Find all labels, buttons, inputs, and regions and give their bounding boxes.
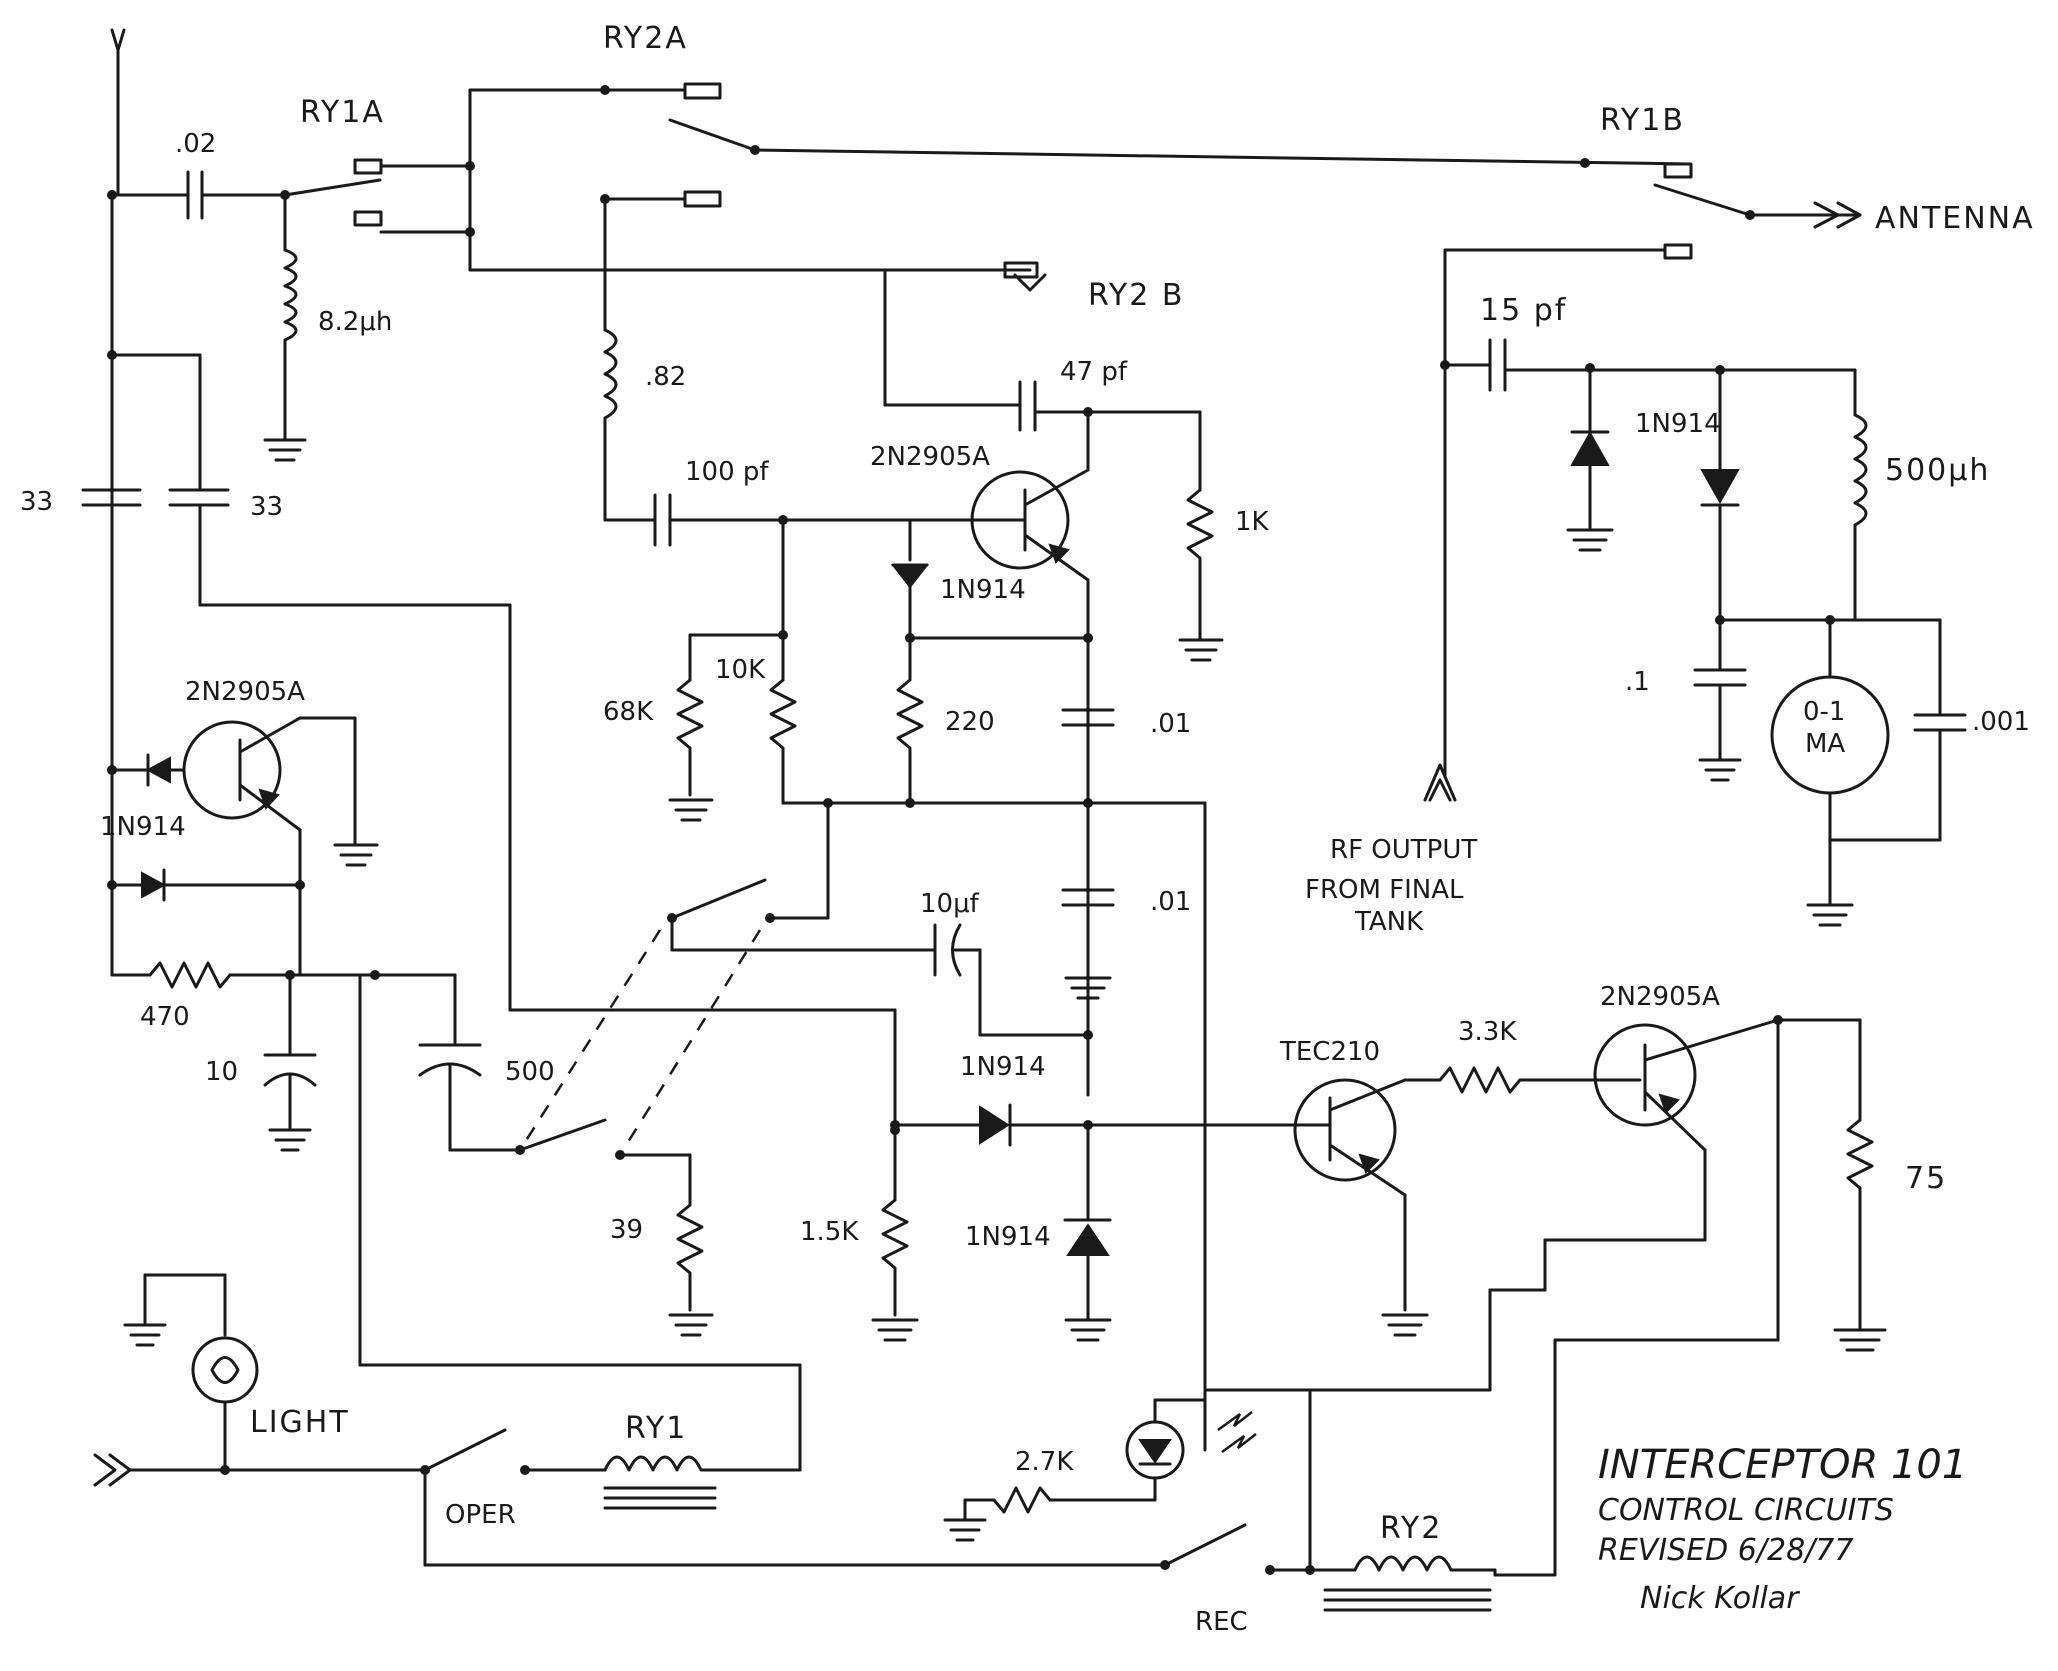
label-diode-a: 1N914 bbox=[940, 575, 1026, 605]
label-cap-500: 500 bbox=[505, 1057, 555, 1087]
label-ind-82: .82 bbox=[645, 362, 686, 392]
rf-meter-section bbox=[1423, 248, 1967, 927]
label-cap-02: .02 bbox=[175, 129, 216, 159]
label-res-75: 75 bbox=[1905, 1161, 1947, 1196]
label-res-39: 39 bbox=[610, 1215, 643, 1245]
oscillator-section bbox=[603, 197, 1224, 1392]
label-res-220: 220 bbox=[945, 707, 995, 737]
label-diode-e: 1N914 bbox=[1635, 409, 1721, 439]
title-line2: CONTROL CIRCUITS bbox=[1598, 1493, 1894, 1528]
label-res-3-3k: 3.3K bbox=[1458, 1017, 1517, 1047]
relay-ry2a bbox=[600, 82, 1692, 208]
label-cap-001: .001 bbox=[1972, 707, 2030, 737]
label-ry2a: RY2A bbox=[603, 21, 688, 56]
label-res-470: 470 bbox=[140, 1002, 190, 1032]
label-light: LIGHT bbox=[250, 1405, 350, 1440]
cap-10uf bbox=[923, 923, 1093, 1040]
label-cap-100pf: 100 pf bbox=[685, 457, 769, 487]
detector-section bbox=[871, 1008, 1312, 1342]
label-cap-1: .1 bbox=[1625, 667, 1650, 697]
title-line3: REVISED 6/28/77 bbox=[1598, 1533, 1853, 1568]
label-cap-10: 10 bbox=[205, 1057, 238, 1087]
label-cap-15pf: 15 pf bbox=[1480, 293, 1567, 328]
label-diode-b: 1N914 bbox=[100, 812, 186, 842]
label-cap-01-a: .01 bbox=[1150, 709, 1191, 739]
label-cap-01-b: .01 bbox=[1150, 887, 1191, 917]
label-res-10k: 10K bbox=[715, 655, 766, 685]
rf-input-and-ry1a bbox=[107, 28, 1032, 462]
label-ry2: RY2 bbox=[1380, 1511, 1442, 1546]
label-rf-output-3: TANK bbox=[1354, 907, 1424, 937]
label-q-left: 2N2905A bbox=[185, 677, 305, 707]
label-cap-33-left: 33 bbox=[20, 487, 53, 517]
label-ry1: RY1 bbox=[625, 1411, 687, 1446]
label-oper: OPER bbox=[445, 1500, 516, 1530]
label-diode-d: 1N914 bbox=[965, 1222, 1051, 1252]
label-ry2b: RY2 B bbox=[1088, 278, 1184, 313]
label-cap-47pf: 47 pf bbox=[1060, 357, 1128, 387]
label-antenna: ANTENNA bbox=[1875, 201, 2035, 236]
title-line1: INTERCEPTOR 101 bbox=[1598, 1442, 1967, 1488]
label-rec: REC bbox=[1195, 1607, 1248, 1637]
label-rf-output-2: FROM FINAL bbox=[1305, 875, 1464, 905]
label-ind-8-2uh: 8.2μh bbox=[318, 307, 392, 337]
power-relay-section bbox=[93, 973, 1497, 1612]
relay-ry1b bbox=[1653, 162, 1862, 260]
label-ind-500uh: 500μh bbox=[1885, 453, 1990, 488]
label-rf-output-1: RF OUTPUT bbox=[1330, 835, 1477, 865]
label-meter-line1: 0-1 bbox=[1803, 697, 1845, 727]
label-ry1a: RY1A bbox=[300, 95, 385, 130]
title-block: INTERCEPTOR 101 CONTROL CIRCUITS REVISED… bbox=[1598, 1442, 1967, 1616]
left-switch-section bbox=[81, 193, 927, 1337]
label-res-1-5k: 1.5K bbox=[800, 1217, 859, 1247]
label-q-top: 2N2905A bbox=[870, 442, 990, 472]
label-res-1k: 1K bbox=[1235, 507, 1270, 537]
label-diode-c: 1N914 bbox=[960, 1052, 1046, 1082]
label-cap-10uf: 10μf bbox=[920, 889, 980, 919]
label-q-tec210: TEC210 bbox=[1279, 1037, 1380, 1067]
label-meter-line2: MA bbox=[1805, 729, 1845, 759]
component-labels: RY1A RY2A RY1B RY2 B ANTENNA .02 8.2μh .… bbox=[20, 21, 2035, 1637]
label-res-68k: 68K bbox=[603, 697, 654, 727]
label-cap-33-right: 33 bbox=[250, 492, 283, 522]
driver-section bbox=[1203, 1015, 1887, 1577]
label-q-right: 2N2905A bbox=[1600, 982, 1720, 1012]
label-ry1b: RY1B bbox=[1600, 103, 1685, 138]
label-res-2-7k: 2.7K bbox=[1015, 1447, 1074, 1477]
title-author: Nick Kollar bbox=[1640, 1581, 1800, 1616]
